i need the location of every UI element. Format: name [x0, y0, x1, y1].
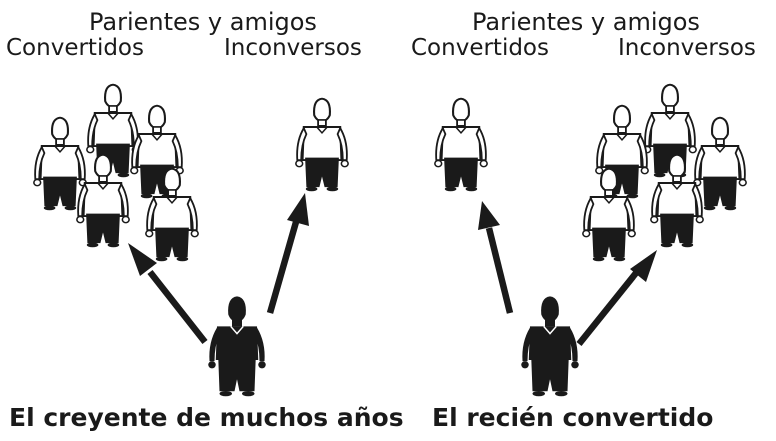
right-heading: Parientes y amigos — [472, 8, 700, 36]
left-unconverted-label: Inconversos — [224, 35, 362, 61]
right-arrow-to-converted — [478, 201, 514, 314]
left-arrow-to-unconverted — [266, 193, 309, 314]
left-converted-label: Convertidos — [6, 35, 144, 61]
right-converted-group — [433, 97, 489, 193]
right-converted-label: Convertidos — [411, 35, 549, 61]
right-caption: El recién convertido — [432, 403, 714, 432]
right-unconverted-group — [581, 83, 748, 263]
person-icon — [32, 116, 88, 212]
right-unconverted-label: Inconversos — [618, 35, 756, 61]
right-arrow-to-unconverted — [576, 250, 657, 347]
person-icon — [294, 97, 350, 193]
left-converted-group — [32, 83, 200, 263]
person-icon — [433, 97, 489, 193]
left-heading: Parientes y amigos — [89, 8, 317, 36]
left-caption: El creyente de muchos años — [9, 403, 404, 432]
longtime-believer-icon — [207, 295, 267, 397]
new-convert-icon — [520, 295, 580, 397]
left-arrow-to-converted — [128, 243, 208, 345]
left-unconverted-group — [294, 97, 350, 193]
person-icon — [692, 116, 748, 212]
